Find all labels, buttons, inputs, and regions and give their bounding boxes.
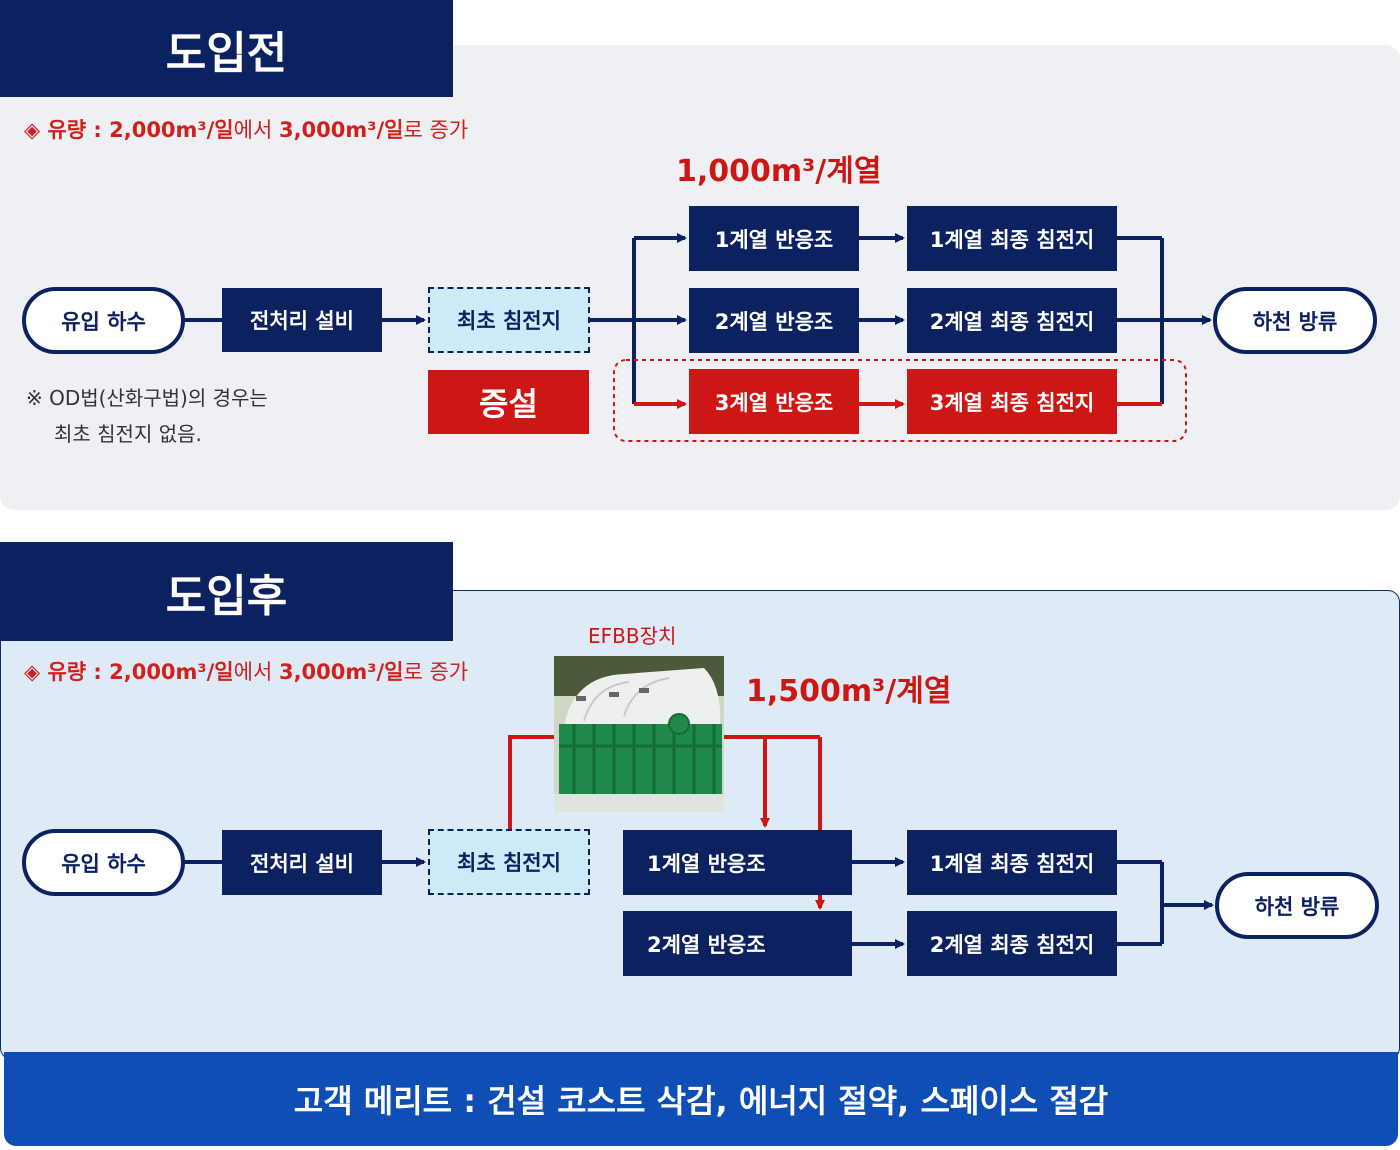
after-flow-rate: 1,500m³/계열: [746, 674, 952, 709]
after-reactor-2: 2계열 반응조: [623, 911, 852, 976]
note-bold-1: ◈ 유량 : 2,000m³/일: [24, 660, 234, 684]
before-final-clarifier-3: 3계열 최종 침전지: [907, 369, 1117, 434]
after-final-clarifier-2: 2계열 최종 침전지: [907, 911, 1117, 976]
after-flow-note: ◈ 유량 : 2,000m³/일에서 3,000m³/일로 증가: [24, 656, 468, 686]
before-pretreatment-box: 전처리 설비: [222, 288, 382, 352]
customer-merit-bar: 고객 메리트 : 건설 코스트 삭감, 에너지 절약, 스페이스 절감: [4, 1052, 1398, 1146]
after-final-clarifier-1: 1계열 최종 침전지: [907, 830, 1117, 895]
note-end: 로 증가: [403, 118, 469, 142]
after-inflow-pill: 유입 하수: [22, 829, 185, 896]
before-reactor-1: 1계열 반응조: [689, 206, 859, 271]
efbb-device-image: [554, 656, 724, 812]
efbb-label: EFBB장치: [588, 624, 677, 648]
line-primary-efbb: [508, 735, 556, 830]
od-note-line2: 최초 침전지 없음.: [54, 422, 202, 446]
before-discharge-pill: 하천 방류: [1213, 287, 1377, 354]
after-primary-clarifier-box: 최초 침전지: [428, 829, 590, 895]
before-final-clarifier-2: 2계열 최종 침전지: [907, 288, 1117, 353]
after-tab: 도입후: [0, 542, 453, 641]
expansion-dashed-frame: [613, 359, 1187, 442]
note-end: 로 증가: [403, 660, 469, 684]
note-bold-1: ◈ 유량 : 2,000m³/일: [24, 118, 234, 142]
note-bold-2: 3,000m³/일: [278, 118, 404, 142]
before-final-clarifier-1: 1계열 최종 침전지: [907, 206, 1117, 271]
efbb-device-illustration: [554, 656, 724, 812]
note-bold-2: 3,000m³/일: [278, 660, 404, 684]
after-pretreatment-box: 전처리 설비: [222, 830, 382, 895]
before-reactor-2: 2계열 반응조: [689, 288, 859, 353]
expansion-badge: 증설: [428, 370, 589, 434]
before-inflow-pill: 유입 하수: [22, 287, 185, 354]
od-note: ※ OD법(산화구법)의 경우는 최초 침전지 없음.: [26, 380, 268, 452]
before-flow-rate: 1,000m³/계열: [676, 154, 882, 189]
note-mid: 에서: [233, 660, 279, 684]
od-note-line1: ※ OD법(산화구법)의 경우는: [26, 386, 268, 410]
before-tab: 도입전: [0, 0, 453, 97]
before-primary-clarifier-box: 최초 침전지: [428, 287, 590, 353]
note-mid: 에서: [233, 118, 279, 142]
after-discharge-pill: 하천 방류: [1215, 872, 1379, 939]
after-reactor-1: 1계열 반응조: [623, 830, 852, 895]
before-reactor-3: 3계열 반응조: [689, 369, 859, 434]
before-flow-note: ◈ 유량 : 2,000m³/일에서 3,000m³/일로 증가: [24, 114, 468, 144]
